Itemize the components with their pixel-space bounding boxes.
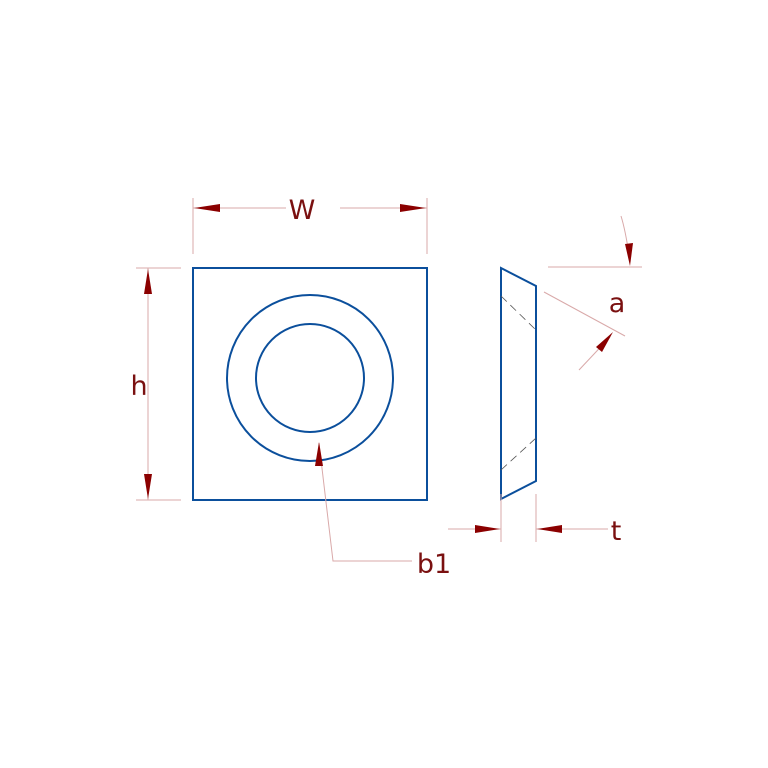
thickness-arrow-right — [537, 525, 562, 533]
width-dimension: W — [192, 195, 428, 254]
bore-arrow — [315, 442, 323, 466]
front-view — [192, 267, 428, 501]
height-dimension: h — [130, 267, 181, 501]
width-arrow-right — [400, 204, 426, 212]
washer-outer-circle — [226, 294, 394, 462]
width-label: W — [289, 195, 316, 226]
side-view — [500, 266, 537, 501]
height-arrow-bottom — [144, 474, 152, 499]
thickness-arrow-left — [475, 525, 500, 533]
washer-bore-circle — [255, 323, 365, 433]
height-arrow-top — [144, 269, 152, 294]
width-arrow-left — [194, 204, 220, 212]
angle-label: a — [609, 288, 626, 319]
washer-square-outline — [192, 267, 428, 501]
washer-side-profile — [500, 266, 537, 501]
thickness-label: t — [611, 516, 622, 547]
angle-extension-sloped — [543, 291, 626, 337]
bore-label: b1 — [417, 549, 451, 580]
hidden-line-upper — [500, 295, 537, 331]
angle-arrow-lower — [596, 332, 613, 352]
bore-leader-line — [318, 442, 412, 562]
angle-dimension: a — [543, 215, 642, 371]
angle-arrow-top — [625, 243, 633, 266]
hidden-line-lower — [500, 437, 537, 471]
thickness-dimension: t — [448, 494, 621, 547]
bore-dimension: b1 — [315, 442, 451, 580]
height-label: h — [130, 371, 147, 402]
